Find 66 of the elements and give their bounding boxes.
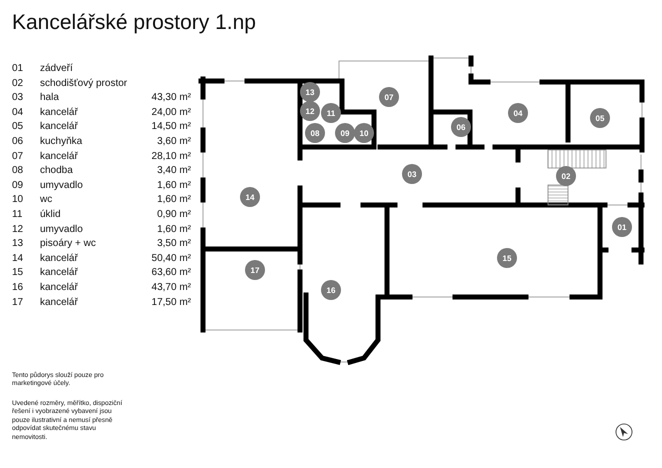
room-number-badge: 17 bbox=[245, 260, 265, 280]
room-area: 43,30 m² bbox=[152, 92, 191, 104]
room-area: 1,60 m² bbox=[157, 194, 191, 206]
room-name: kancelář bbox=[40, 150, 78, 162]
room-area: 14,50 m² bbox=[152, 121, 191, 132]
room-number: 04 bbox=[12, 106, 24, 118]
room-area: 3,60 m² bbox=[157, 136, 191, 147]
room-number: 06 bbox=[12, 136, 24, 147]
room-number-badge: 07 bbox=[379, 87, 399, 107]
room-number: 01 bbox=[12, 63, 24, 74]
room-area: 0,90 m² bbox=[157, 209, 191, 220]
room-name: pisoáry + wc bbox=[40, 238, 96, 250]
room-number-badge: 01 bbox=[612, 217, 632, 237]
room-area: 1,60 m² bbox=[157, 180, 191, 191]
room-area: 24,00 m² bbox=[152, 106, 191, 118]
room-name: kancelář bbox=[40, 106, 78, 118]
room-area: 17,50 m² bbox=[152, 296, 191, 308]
room-number-badge: 02 bbox=[556, 166, 576, 186]
room-area: 1,60 m² bbox=[157, 224, 191, 235]
room-name: kuchyňka bbox=[40, 136, 82, 147]
room-number: 16 bbox=[12, 282, 24, 293]
room-number: 11 bbox=[12, 209, 22, 220]
room-name: chodba bbox=[40, 165, 73, 176]
room-number-badge: 08 bbox=[305, 123, 325, 143]
room-number: 05 bbox=[12, 121, 24, 132]
room-number-badge: 10 bbox=[354, 123, 374, 143]
room-name: úklid bbox=[40, 209, 61, 220]
room-name: kancelář bbox=[40, 282, 78, 293]
room-area: 50,40 m² bbox=[152, 252, 191, 264]
room-number-badge: 04 bbox=[508, 103, 528, 123]
room-number-badge: 14 bbox=[240, 187, 260, 207]
room-number: 12 bbox=[12, 224, 24, 235]
room-number: 07 bbox=[12, 150, 24, 162]
room-name: schodišťový prostor bbox=[40, 78, 128, 89]
room-name: hala bbox=[40, 92, 59, 104]
room-number: 14 bbox=[12, 252, 24, 264]
room-number-badge: 09 bbox=[335, 123, 355, 143]
room-number: 09 bbox=[12, 180, 24, 191]
room-number-badge: 16 bbox=[321, 280, 341, 300]
room-number-badge: 03 bbox=[402, 164, 422, 184]
room-name: kancelář bbox=[40, 296, 78, 308]
room-area: 63,60 m² bbox=[152, 267, 191, 278]
room-number: 03 bbox=[12, 92, 24, 104]
room-number: 13 bbox=[12, 238, 24, 250]
room-number: 15 bbox=[12, 267, 24, 278]
room-name: zádveří bbox=[40, 63, 73, 74]
room-number: 08 bbox=[12, 165, 24, 176]
room-number-badge: 05 bbox=[590, 108, 610, 128]
room-name: umyvadlo bbox=[40, 180, 83, 191]
room-number: 17 bbox=[12, 296, 24, 308]
room-number-badge: 11 bbox=[321, 103, 341, 123]
room-number-badge: 12 bbox=[300, 101, 320, 121]
room-name: umyvadlo bbox=[40, 224, 83, 235]
room-number: 10 bbox=[12, 194, 24, 206]
room-name: kancelář bbox=[40, 121, 78, 132]
room-name: kancelář bbox=[40, 267, 78, 278]
room-name: wc bbox=[40, 194, 52, 206]
room-number-badge: 06 bbox=[451, 117, 471, 137]
room-name: kancelář bbox=[40, 252, 78, 264]
room-area: 28,10 m² bbox=[152, 150, 191, 162]
room-number: 02 bbox=[12, 78, 24, 89]
room-area: 3,50 m² bbox=[157, 238, 191, 250]
room-area: 43,70 m² bbox=[152, 282, 191, 293]
page-title: Kancelářské prostory 1.np bbox=[12, 11, 256, 35]
room-number-badge: 15 bbox=[497, 248, 517, 268]
room-area: 3,40 m² bbox=[157, 165, 191, 176]
